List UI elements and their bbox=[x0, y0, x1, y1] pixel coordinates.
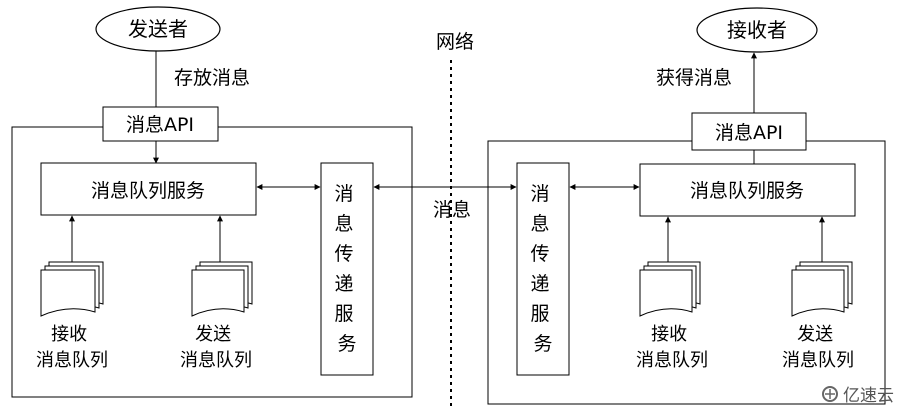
left-send-queue-label: 发送 消息队列 bbox=[180, 324, 252, 371]
left-transport-box bbox=[320, 162, 374, 376]
left-receive-queue-icon bbox=[40, 261, 104, 317]
left-api-box bbox=[102, 106, 219, 142]
get-message-label: 获得消息 bbox=[656, 67, 732, 89]
right-send-queue-icon bbox=[791, 261, 853, 317]
right-api-label: 消息API bbox=[715, 122, 783, 144]
left-api-label: 消息API bbox=[126, 114, 194, 136]
right-transport-box bbox=[516, 162, 570, 376]
right-system: 接收者 获得消息 消息API 消息队列服务 消 息 传 递 服 务 bbox=[487, 7, 886, 405]
watermark-text: 亿速云 bbox=[843, 386, 894, 406]
left-system: 发送者 存放消息 消息API 消息队列服务 消 息 传 递 服 务 bbox=[11, 6, 413, 398]
watermark: 亿速云 bbox=[822, 386, 894, 406]
network-label: 网络 bbox=[436, 31, 474, 53]
left-receive-queue-label: 接收 消息队列 bbox=[36, 324, 108, 371]
right-receive-queue-label: 接收 消息队列 bbox=[636, 324, 708, 371]
yisu-cloud-logo-icon bbox=[822, 386, 838, 402]
left-send-queue-icon bbox=[191, 261, 253, 317]
right-queue-service-label: 消息队列服务 bbox=[690, 180, 804, 202]
left-queue-service-label: 消息队列服务 bbox=[91, 180, 205, 202]
right-queue-service-box bbox=[639, 163, 856, 217]
right-receive-queue-icon bbox=[639, 261, 701, 317]
right-system-frame bbox=[487, 140, 886, 405]
message-label: 消息 bbox=[433, 199, 471, 221]
sender-ellipse bbox=[95, 6, 221, 52]
left-queue-service-box bbox=[40, 162, 257, 216]
right-transport-label: 消 息 传 递 服 务 bbox=[530, 183, 555, 355]
store-message-label: 存放消息 bbox=[174, 67, 250, 89]
right-api-box bbox=[691, 112, 807, 151]
left-transport-label: 消 息 传 递 服 务 bbox=[334, 183, 359, 355]
network-section: 网络 消息 bbox=[373, 31, 517, 408]
right-send-queue-label: 发送 消息队列 bbox=[782, 324, 854, 371]
sender-label: 发送者 bbox=[128, 17, 188, 41]
receiver-ellipse bbox=[696, 7, 818, 53]
receiver-label: 接收者 bbox=[727, 18, 787, 42]
